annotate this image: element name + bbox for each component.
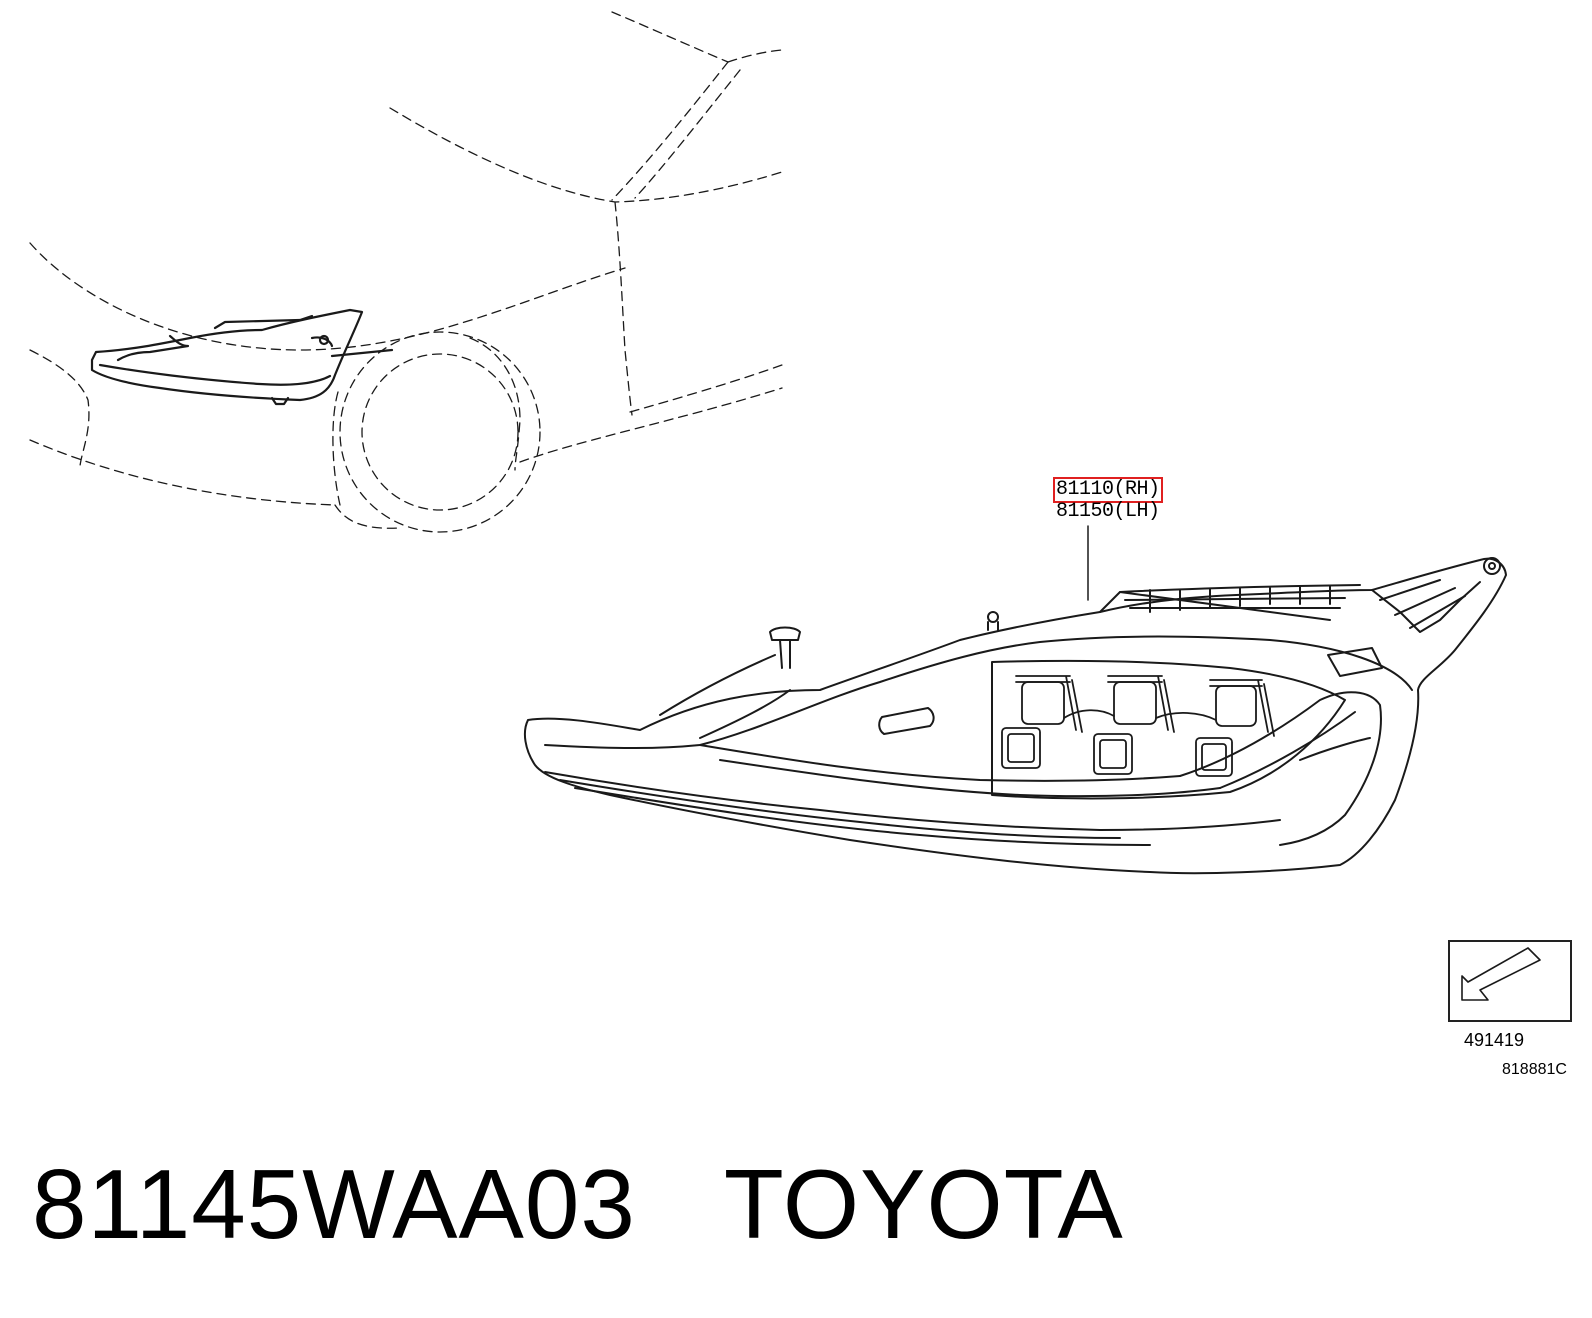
led-module-upper-2 — [1107, 675, 1175, 733]
drawing-code: 818881C — [1502, 1061, 1567, 1078]
led-module-lower-2 — [1093, 733, 1133, 775]
reference-number: 491419 — [1464, 1030, 1525, 1050]
arrow-into-box-icon — [1461, 947, 1541, 1001]
vehicle-outline — [29, 11, 783, 533]
part-callout-rh: 81110(RH) — [1053, 477, 1163, 503]
caption-part-number: 81145WAA03 — [32, 1149, 636, 1259]
led-projector-modules — [1001, 675, 1275, 777]
led-module-lower-1 — [1001, 727, 1041, 769]
led-module-upper-3 — [1209, 679, 1275, 737]
part-callout-lh: 81150(LH) — [1056, 500, 1160, 523]
led-module-lower-3 — [1195, 737, 1233, 777]
caption: 81145WAA03 TOYOTA — [32, 1148, 1124, 1260]
caption-brand: TOYOTA — [723, 1149, 1124, 1259]
headlamp-assembly — [523, 557, 1507, 875]
headlamp-location-outline — [90, 308, 394, 406]
reference-symbol-box — [1448, 940, 1572, 1022]
led-module-upper-1 — [1015, 675, 1083, 733]
